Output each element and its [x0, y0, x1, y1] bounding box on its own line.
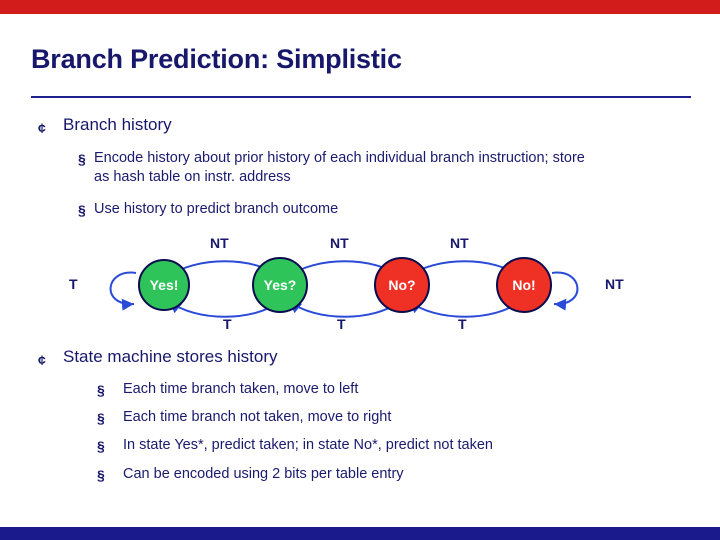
edge-label-t-1: T — [223, 316, 232, 332]
title-divider — [31, 96, 691, 98]
top-accent-bar — [0, 0, 720, 14]
sub-bullet-text-2-1: Each time branch taken, move to left — [123, 381, 359, 397]
bottom-accent-bar — [0, 527, 720, 540]
sub-bullet-marker-2-4: § — [97, 467, 105, 483]
sub-bullet-text-2-2: Each time branch not taken, move to righ… — [123, 409, 392, 425]
sub-bullet-marker-2-1: § — [97, 382, 105, 398]
bullet-text-2: State machine stores history — [63, 347, 278, 366]
edge-label-t-self: T — [69, 276, 78, 292]
sub-bullet-marker-2-2: § — [97, 410, 105, 426]
bullet-text-1: Branch history — [63, 115, 172, 134]
sub-bullet-text-2-3: In state Yes*, predict taken; in state N… — [123, 437, 493, 453]
bullet-marker-1: ¢ — [38, 120, 46, 136]
edge-label-nt-self: NT — [605, 276, 624, 292]
sub-bullet-marker-2-3: § — [97, 438, 105, 454]
sub-bullet-text-1-2: Use history to predict branch outcome — [94, 201, 339, 217]
sub-bullet-marker-1-1: § — [78, 151, 86, 167]
state-node-no-weak[interactable]: No? — [374, 257, 430, 313]
edge-label-t-3: T — [458, 316, 467, 332]
edge-label-nt-2: NT — [330, 235, 349, 251]
sub-bullet-text-2-4: Can be encoded using 2 bits per table en… — [123, 466, 404, 482]
edge-label-nt-1: NT — [210, 235, 229, 251]
state-node-yes-weak[interactable]: Yes? — [252, 257, 308, 313]
edge-label-t-2: T — [337, 316, 346, 332]
sub-bullet-marker-1-2: § — [78, 202, 86, 218]
page-title: Branch Prediction: Simplistic — [31, 44, 402, 74]
state-node-no-strong[interactable]: No! — [496, 257, 552, 313]
bullet-marker-2: ¢ — [38, 352, 46, 368]
state-node-yes-strong[interactable]: Yes! — [138, 259, 190, 311]
state-machine-diagram: NT NT NT T T T T NT Yes! Yes? No? No! — [0, 228, 720, 346]
sub-bullet-text-1-1: Encode history about prior history of ea… — [94, 150, 585, 185]
edge-label-nt-3: NT — [450, 235, 469, 251]
